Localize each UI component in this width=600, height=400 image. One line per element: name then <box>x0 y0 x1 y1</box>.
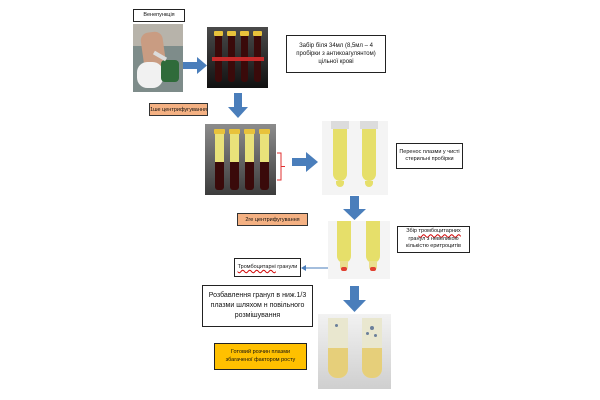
arrow-down-1 <box>228 93 248 118</box>
arrow-right-2 <box>292 152 318 172</box>
centrifuge1-text: 1ше центрифугування <box>150 106 207 113</box>
blood-draw-text: Забір біля 34мл (8,5мл – 4 пробірки з ан… <box>296 42 376 66</box>
plasma-transfer-text: Перенос плазми у чисті стерильні пробірк… <box>399 148 460 162</box>
pellets-box: Тромбоцитарні гранули <box>234 258 301 277</box>
blood-draw-box: Забір біля 34мл (8,5мл – 4 пробірки з ан… <box>286 35 386 73</box>
collect-prefix: Збір <box>406 228 419 235</box>
plasma-tubes-photo <box>322 121 388 195</box>
pellets-text: Тромбоцитарні гранули <box>238 264 298 271</box>
venipuncture-label: Венепункція <box>133 9 185 22</box>
venipuncture-photo <box>133 24 183 92</box>
final-solution-text: Готовий розчин плазми збагаченої факторо… <box>225 349 296 363</box>
arrow-right-1 <box>183 57 207 74</box>
arrow-down-3 <box>343 286 366 312</box>
collect-suffix: гранул з невеликою кількістю еритроцитів <box>406 235 461 250</box>
centrifuge1-step: 1ше центрифугування <box>149 103 208 116</box>
plasma-transfer-box: Перенос плазми у чисті стерильні пробірк… <box>396 143 463 169</box>
plasma-bracket <box>277 152 285 181</box>
collect-pellets-box: Збір тромбоцитарних гранул з невеликою к… <box>397 226 470 253</box>
pellets-suffix: гранули <box>275 263 298 270</box>
venipuncture-text: Венепункція <box>143 11 175 18</box>
dilution-text: Розбавлення гранул в ниж.1/3 плазми шлях… <box>208 291 307 320</box>
centrifuge2-text: 2ге центрифугування <box>245 216 300 223</box>
final-tubes-photo <box>318 314 391 389</box>
collect-pellets-text: Збір тромбоцитарних гранул з невеликою к… <box>400 228 467 250</box>
pellet-tubes-photo <box>328 221 390 279</box>
dilution-box: Розбавлення гранул в ниж.1/3 плазми шлях… <box>202 285 313 327</box>
pellets-word: Тромбоцитарні <box>237 263 276 270</box>
blood-tubes-photo <box>207 27 268 88</box>
arrow-down-2 <box>343 196 366 220</box>
centrifuge2-step: 2ге центрифугування <box>237 213 308 226</box>
centrifuged-tubes-photo <box>205 124 276 195</box>
final-solution-box: Готовий розчин плазми збагаченої факторо… <box>214 343 307 370</box>
collect-word: тромбоцитарних <box>418 228 461 235</box>
